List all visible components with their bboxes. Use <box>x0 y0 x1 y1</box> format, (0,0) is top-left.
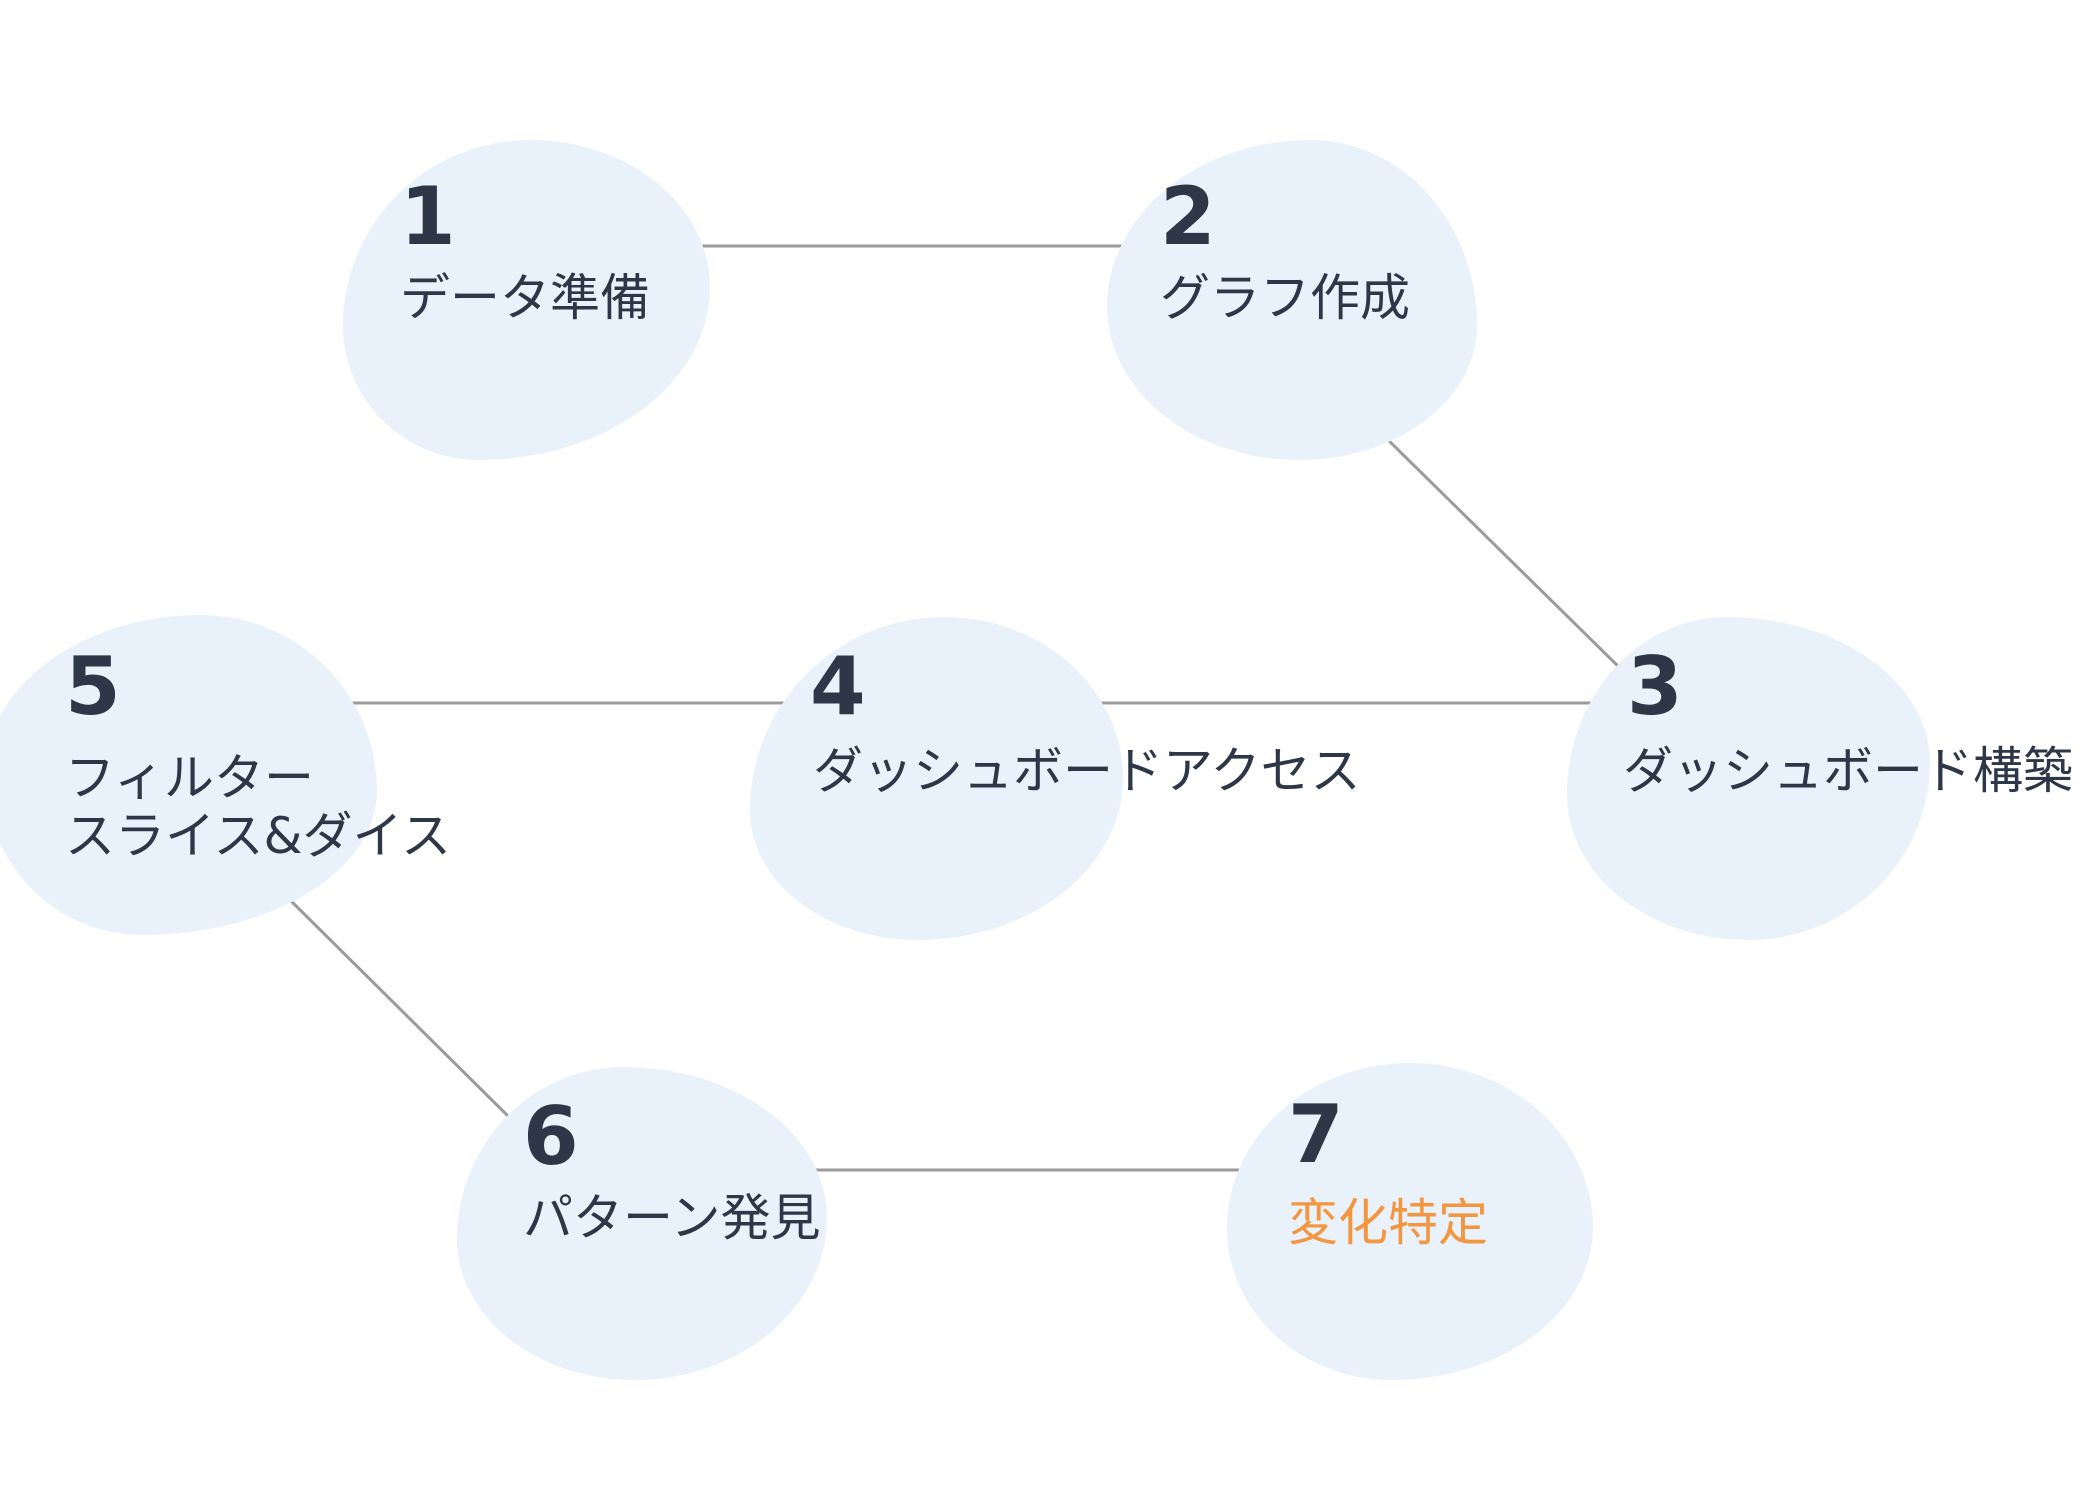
step-6-blob <box>457 1067 827 1380</box>
step-4-blob <box>750 617 1123 940</box>
step-node-2: 2 グラフ作成 <box>1107 140 1477 460</box>
step-7-blob <box>1227 1063 1593 1380</box>
step-2-number: 2 <box>1160 170 1216 263</box>
step-4-number: 4 <box>810 640 866 733</box>
step-3-number: 3 <box>1627 640 1683 733</box>
step-node-5: 5 フィルター スライス&ダイス <box>0 615 451 935</box>
step-node-7: 7 変化特定 <box>1227 1063 1593 1380</box>
step-node-3: 3 ダッシュボード構築 <box>1567 617 2073 940</box>
step-7-label: 変化特定 <box>1288 1194 1488 1252</box>
connector-5-6 <box>286 896 512 1120</box>
step-7-number: 7 <box>1288 1088 1344 1181</box>
step-node-1: 1 データ準備 <box>343 140 710 460</box>
step-5-number: 5 <box>65 640 121 733</box>
step-1-label: データ準備 <box>400 269 650 327</box>
step-6-label: パターン発見 <box>523 1189 821 1247</box>
step-node-4: 4 ダッシュボードアクセス <box>750 617 1361 940</box>
step-4-label: ダッシュボードアクセス <box>813 742 1361 800</box>
step-1-number: 1 <box>400 170 456 263</box>
step-2-blob <box>1107 140 1477 460</box>
step-2-label: グラフ作成 <box>1160 269 1410 327</box>
connector-2-3 <box>1378 430 1624 672</box>
step-node-6: 6 パターン発見 <box>457 1067 827 1380</box>
step-3-blob <box>1567 617 1930 940</box>
step-5-blob <box>0 615 377 935</box>
step-3-label: ダッシュボード構築 <box>1623 742 2073 800</box>
step-6-number: 6 <box>523 1090 579 1183</box>
step-5-label: フィルター スライス&ダイス <box>65 749 451 865</box>
